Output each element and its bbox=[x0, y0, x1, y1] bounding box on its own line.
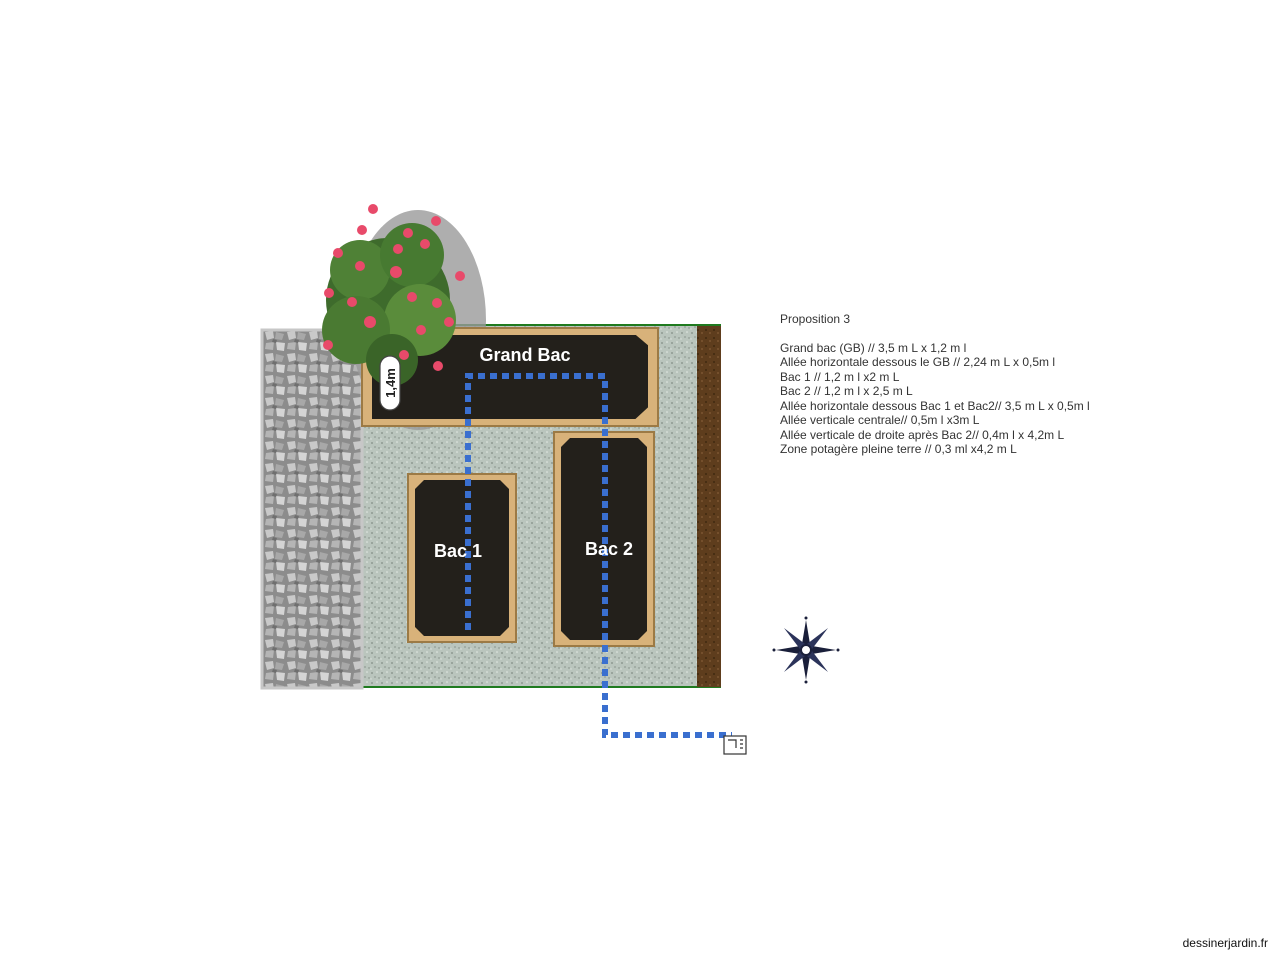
bac-2-label: Bac 2 bbox=[585, 539, 633, 559]
legend-line: Allée verticale de droite après Bac 2// … bbox=[780, 427, 1065, 442]
grand-bac-label: Grand Bac bbox=[479, 345, 570, 365]
water-tap-icon[interactable] bbox=[723, 735, 747, 755]
legend-line: Bac 1 // 1,2 m l x2 m L bbox=[780, 369, 900, 384]
legend-line: Grand bac (GB) // 3,5 m L x 1,2 m l bbox=[780, 340, 967, 355]
legend: Proposition 3 Grand bac (GB) // 3,5 m L … bbox=[780, 312, 1090, 457]
legend-line: Bac 2 // 1,2 m l x 2,5 m L bbox=[780, 384, 913, 398]
legend-line: Allée verticale centrale// 0,5m l x3m L bbox=[780, 413, 980, 427]
site-credit[interactable]: dessinerjardin.fr bbox=[1182, 936, 1268, 950]
bac-1-label: Bac 1 bbox=[434, 541, 482, 561]
earth-strip bbox=[697, 326, 721, 687]
legend-line: Zone potagère pleine terre // 0,3 ml x4,… bbox=[780, 442, 1017, 456]
rose-bush-icon bbox=[322, 204, 465, 405]
compass-rose-icon bbox=[772, 616, 840, 684]
legend-line: Allée horizontale dessous Bac 1 et Bac2/… bbox=[780, 398, 1090, 413]
bac-1[interactable] bbox=[407, 473, 517, 643]
irrigation-line bbox=[465, 373, 732, 738]
svg-text:1,4m: 1,4m bbox=[383, 368, 398, 398]
dimension-label: 1,4m bbox=[379, 355, 401, 411]
legend-title: Proposition 3 bbox=[780, 312, 851, 326]
stone-wall bbox=[260, 328, 364, 690]
legend-line: Allée horizontale dessous le GB // 2,24 … bbox=[780, 355, 1056, 369]
